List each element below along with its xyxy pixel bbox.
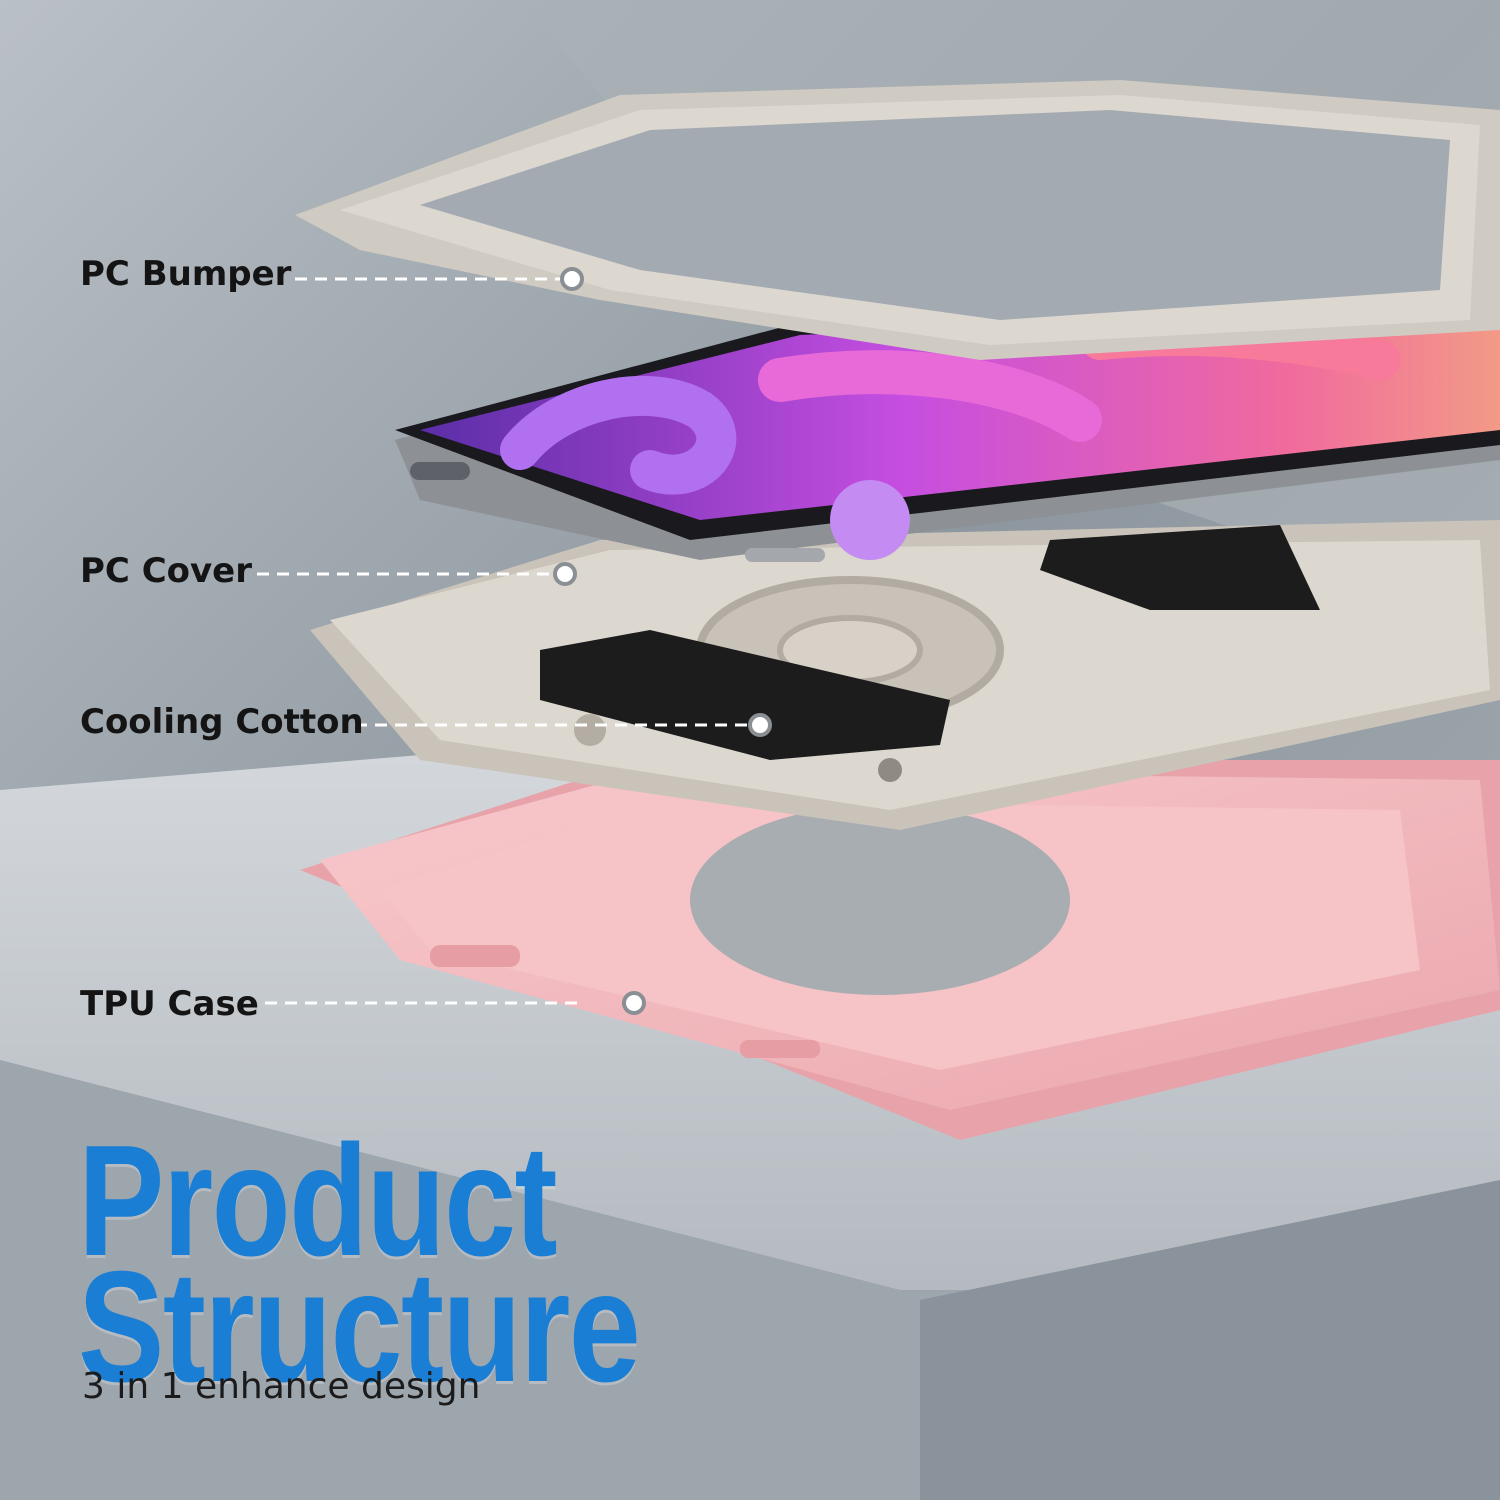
cooling-cotton-pad [540,630,950,760]
callout-dot-pc-bumper [560,267,584,291]
platform-step [920,1180,1500,1500]
label-cooling-cotton: Cooling Cotton [80,702,364,742]
tagline: 3 in 1 enhance design [82,1366,481,1407]
label-pc-cover: PC Cover [80,551,253,591]
pc-bumper-illustration [295,80,1500,360]
headline-line-2: Structure [78,1239,641,1415]
callout-dot-cooling-cotton [748,713,772,737]
callout-lines [257,277,750,1005]
tpu-case-illustration [300,760,1500,1140]
pc-cover-illustration [310,520,1500,830]
callout-dots [553,267,772,1015]
callout-dot-pc-cover [553,562,577,586]
label-pc-bumper: PC Bumper [80,254,292,294]
label-tpu-case: TPU Case [80,984,259,1024]
cooling-cotton-pad-2 [1040,525,1320,610]
headline-line-1: Product [78,1113,558,1289]
callout-dot-tpu-case [622,991,646,1015]
